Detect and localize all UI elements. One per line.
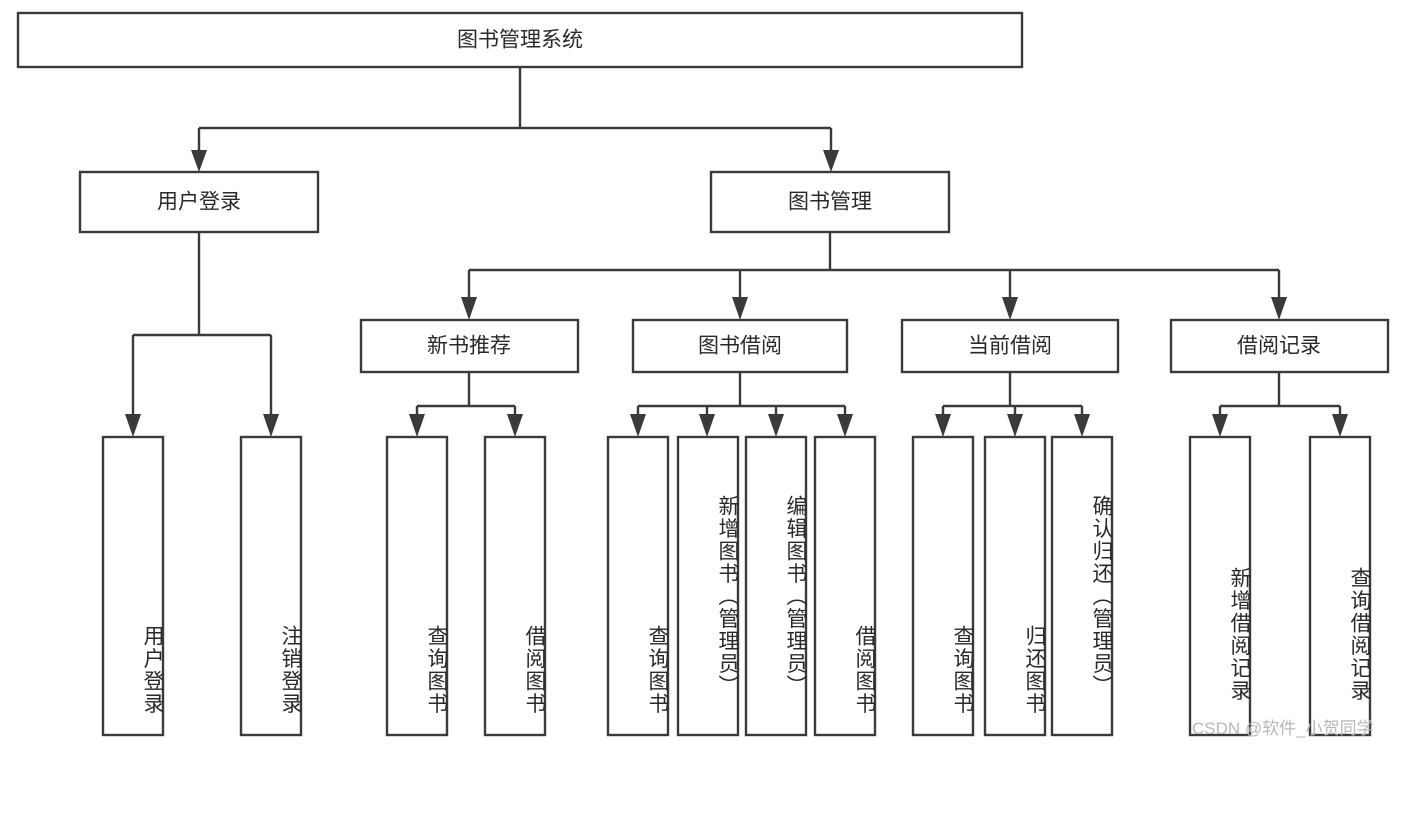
arrow-to-leaf-edit-book-admin xyxy=(768,414,784,437)
node-user-login[interactable]: 用户登录 xyxy=(78,170,320,234)
arrow-to-leaf-borrow-book xyxy=(837,414,853,437)
node-new-book-recommend-box[interactable] xyxy=(359,318,580,374)
arrow-to-current-borrow xyxy=(1002,297,1018,320)
arrow-to-leaf-query-book-borrow xyxy=(630,414,646,437)
arrow-to-user-login xyxy=(191,150,207,172)
node-book-borrow-box[interactable] xyxy=(631,318,849,374)
leaf-confirm-return-admin-box[interactable] xyxy=(1050,435,1114,737)
connectors-group xyxy=(125,67,1348,437)
connector-book-management-trunk xyxy=(467,232,1281,308)
node-book-management[interactable]: 图书管理 xyxy=(709,170,951,234)
arrow-to-leaf-add-borrow-record xyxy=(1212,414,1228,437)
node-current-borrow[interactable]: 当前借阅 xyxy=(900,318,1120,374)
node-book-borrow-label: 图书借阅 xyxy=(698,335,782,358)
diagram-canvas-root: 图书管理系统 用户登录 图书管理 新书推荐 图书借阅 当前借阅 借阅记录 xyxy=(16,11,1390,738)
node-current-borrow-box[interactable] xyxy=(900,318,1120,374)
connector-book-borrow-trunk xyxy=(636,372,847,424)
leaf-query-book-recommend-box[interactable] xyxy=(385,435,449,737)
node-user-login-label: 用户登录 xyxy=(157,191,241,214)
arrow-to-book-management xyxy=(823,150,839,172)
connector-user-login-trunk xyxy=(131,232,273,424)
node-new-book-recommend[interactable]: 新书推荐 xyxy=(359,318,580,374)
node-root-label: 图书管理系统 xyxy=(457,29,583,52)
arrow-to-borrow-record xyxy=(1271,297,1287,320)
leaf-borrow-book-recommend-box[interactable] xyxy=(483,435,547,737)
arrow-to-new-book-recommend xyxy=(461,297,477,320)
leaf-query-book-borrow-box[interactable] xyxy=(606,435,670,737)
node-borrow-record-label: 借阅记录 xyxy=(1237,335,1321,358)
arrow-to-leaf-user-login xyxy=(125,414,141,437)
arrow-to-leaf-confirm-return-admin xyxy=(1074,414,1090,437)
node-user-login-box[interactable] xyxy=(78,170,320,234)
connector-root-trunk xyxy=(197,67,833,160)
node-book-borrow[interactable]: 图书借阅 xyxy=(631,318,849,374)
leaf-borrow-book-box[interactable] xyxy=(813,435,877,737)
arrow-to-leaf-logout-login xyxy=(263,414,279,437)
flowchart-svg: 图书管理系统 用户登录 图书管理 新书推荐 图书借阅 当前借阅 借阅记录 xyxy=(16,11,1390,737)
arrow-to-book-borrow xyxy=(732,297,748,320)
leaf-boxes-group xyxy=(101,435,1372,737)
node-new-book-recommend-label: 新书推荐 xyxy=(427,335,511,358)
node-borrow-record[interactable]: 借阅记录 xyxy=(1169,318,1390,374)
connector-new-book-recommend-trunk xyxy=(415,372,517,424)
leaf-query-book-current-box[interactable] xyxy=(911,435,975,737)
node-book-management-label: 图书管理 xyxy=(788,191,872,214)
node-borrow-record-box[interactable] xyxy=(1169,318,1390,374)
leaf-user-login-box[interactable] xyxy=(101,435,165,737)
connector-borrow-record-trunk xyxy=(1218,372,1342,424)
leaf-add-book-admin-box[interactable] xyxy=(676,435,740,737)
leaf-logout-login-box[interactable] xyxy=(239,435,303,737)
leaf-add-borrow-record-box[interactable] xyxy=(1188,435,1252,737)
csdn-watermark: CSDN @软件_小贺同学 xyxy=(1192,719,1374,738)
arrow-to-leaf-query-book-recommend xyxy=(409,414,425,437)
arrow-to-leaf-query-book-current xyxy=(935,414,951,437)
node-current-borrow-label: 当前借阅 xyxy=(968,335,1052,358)
arrow-to-leaf-borrow-book-recommend xyxy=(507,414,523,437)
arrow-to-leaf-return-book xyxy=(1007,414,1023,437)
leaf-return-book-box[interactable] xyxy=(983,435,1047,737)
arrow-to-leaf-query-borrow-record xyxy=(1332,414,1348,437)
node-book-management-box[interactable] xyxy=(709,170,951,234)
node-root[interactable]: 图书管理系统 xyxy=(16,11,1024,69)
leaf-query-borrow-record-box[interactable] xyxy=(1308,435,1372,737)
arrow-to-leaf-add-book-admin xyxy=(699,414,715,437)
node-root-box[interactable] xyxy=(16,11,1024,69)
leaf-edit-book-admin-box[interactable] xyxy=(744,435,808,737)
